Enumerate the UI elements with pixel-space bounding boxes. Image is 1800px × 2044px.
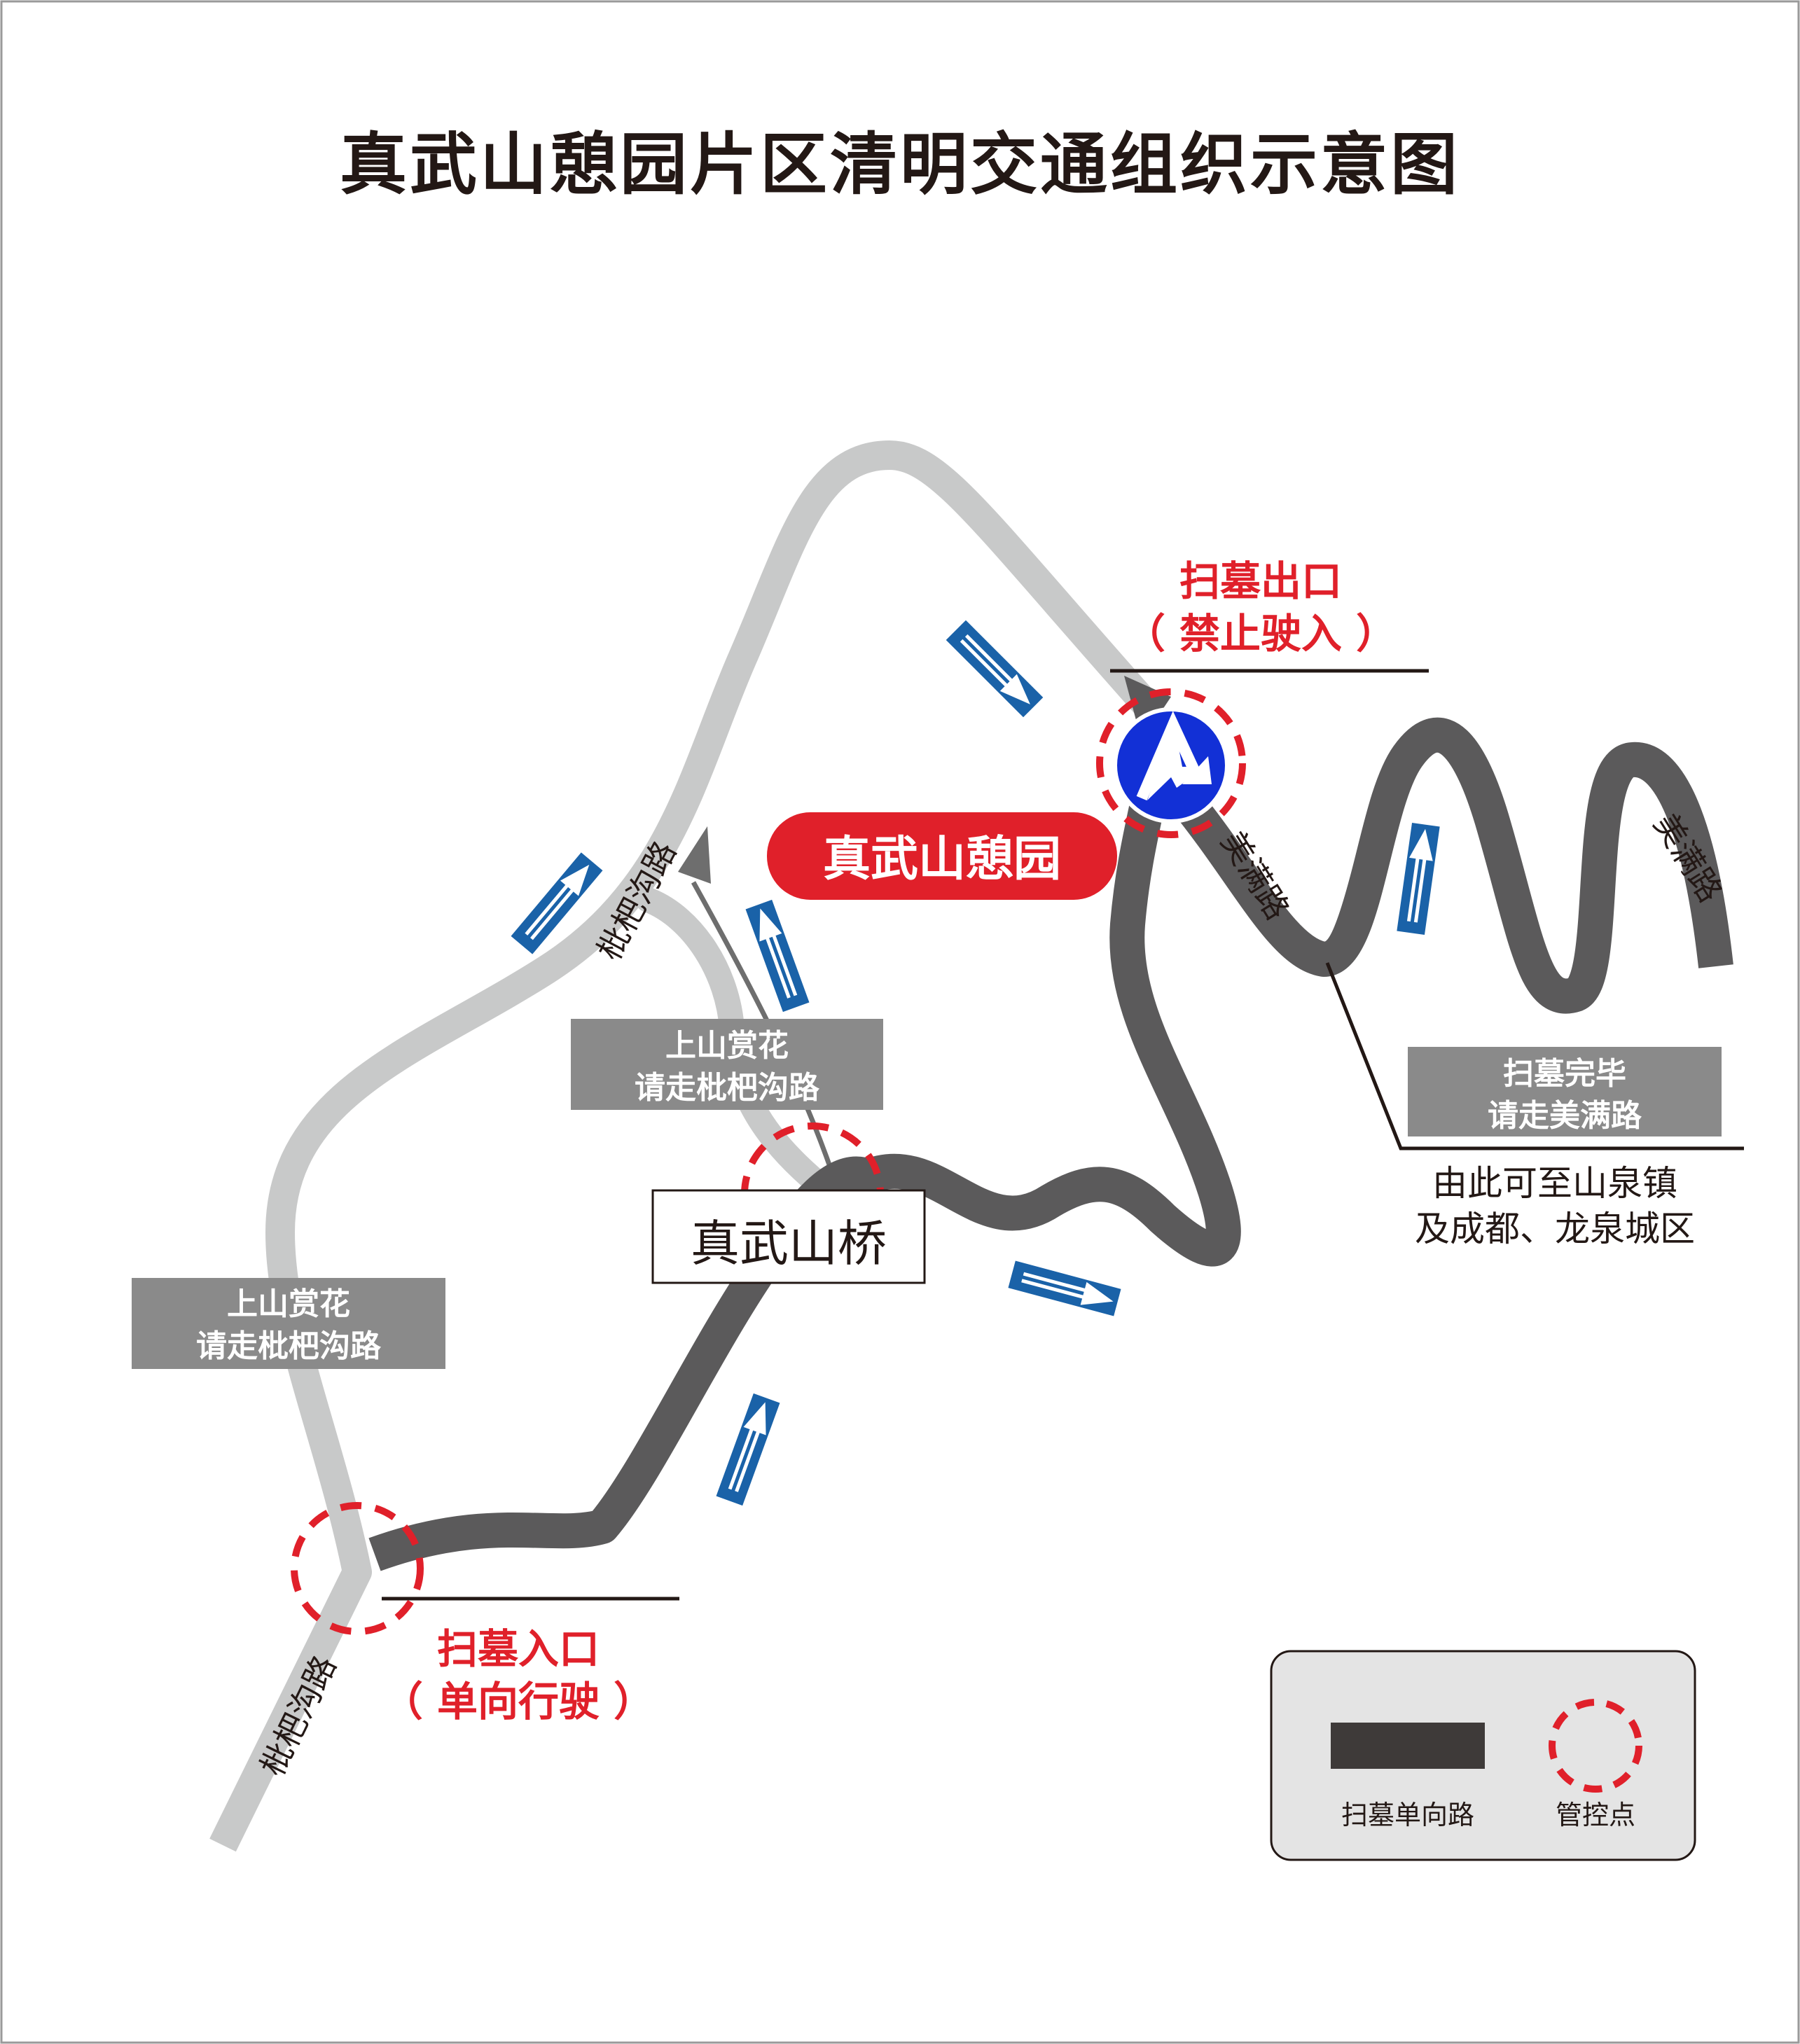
exit-line2: （ 禁止驶入 ）	[1125, 610, 1397, 658]
road-meiman	[1170, 717, 1733, 1014]
sign-right-line1: 扫墓完毕	[1503, 1056, 1626, 1092]
entrance-line2: （ 单向行驶 ）	[382, 1678, 654, 1725]
legend-oneway-swatch	[1331, 1723, 1485, 1769]
legend-control-label: 管控点	[1556, 1800, 1635, 1830]
keep-right-arrow-icon	[1147, 735, 1201, 800]
sign-right: 扫墓完毕 请走美满路	[1408, 1047, 1722, 1136]
sign-left-line1: 上山赏花	[227, 1286, 350, 1322]
sign-left: 上山赏花 请走枇杷沟路	[132, 1278, 445, 1369]
sign-center: 上山赏花 请走枇杷沟路	[571, 1019, 883, 1110]
keep-right-sign	[1113, 707, 1229, 823]
map-title: 真武山憩园片区清明交通组织示意图	[340, 125, 1460, 204]
sign-left-line2: 请走枇杷沟路	[196, 1328, 382, 1364]
entrance-line1: 扫墓入口	[437, 1625, 600, 1673]
route-arrow-head	[678, 826, 711, 884]
place-label-group: 真武山憩园	[767, 812, 1117, 900]
legend: 扫墓单向路 管控点	[1270, 1650, 1696, 1861]
direction-arrow	[716, 1393, 780, 1506]
direction-arrow	[1008, 1260, 1121, 1316]
direction-arrow	[946, 620, 1044, 718]
destination-line2: 及成都、龙泉城区	[1415, 1209, 1695, 1249]
legend-oneway-label: 扫墓单向路	[1341, 1800, 1474, 1830]
sign-center-line1: 上山赏花	[665, 1028, 789, 1064]
control-point-entrance	[291, 1502, 424, 1635]
legend-control-swatch	[1549, 1699, 1642, 1793]
exit-line1: 扫墓出口	[1179, 557, 1342, 605]
destination-leader-line	[1325, 962, 1744, 1150]
place-label: 真武山憩园	[823, 832, 1061, 887]
bridge-label-group: 真武山桥	[651, 1189, 926, 1284]
sign-right-line2: 请走美满路	[1488, 1098, 1642, 1134]
direction-arrow	[1397, 823, 1439, 935]
road-pipagou-main	[209, 440, 1160, 1852]
bridge-label: 真武山桥	[691, 1215, 887, 1272]
road-oneway-main	[368, 733, 1241, 1571]
destination-line1: 由此可至山泉镇	[1432, 1163, 1677, 1204]
sign-center-line2: 请走枇杷沟路	[635, 1070, 820, 1106]
control-point-exit	[1096, 688, 1246, 838]
